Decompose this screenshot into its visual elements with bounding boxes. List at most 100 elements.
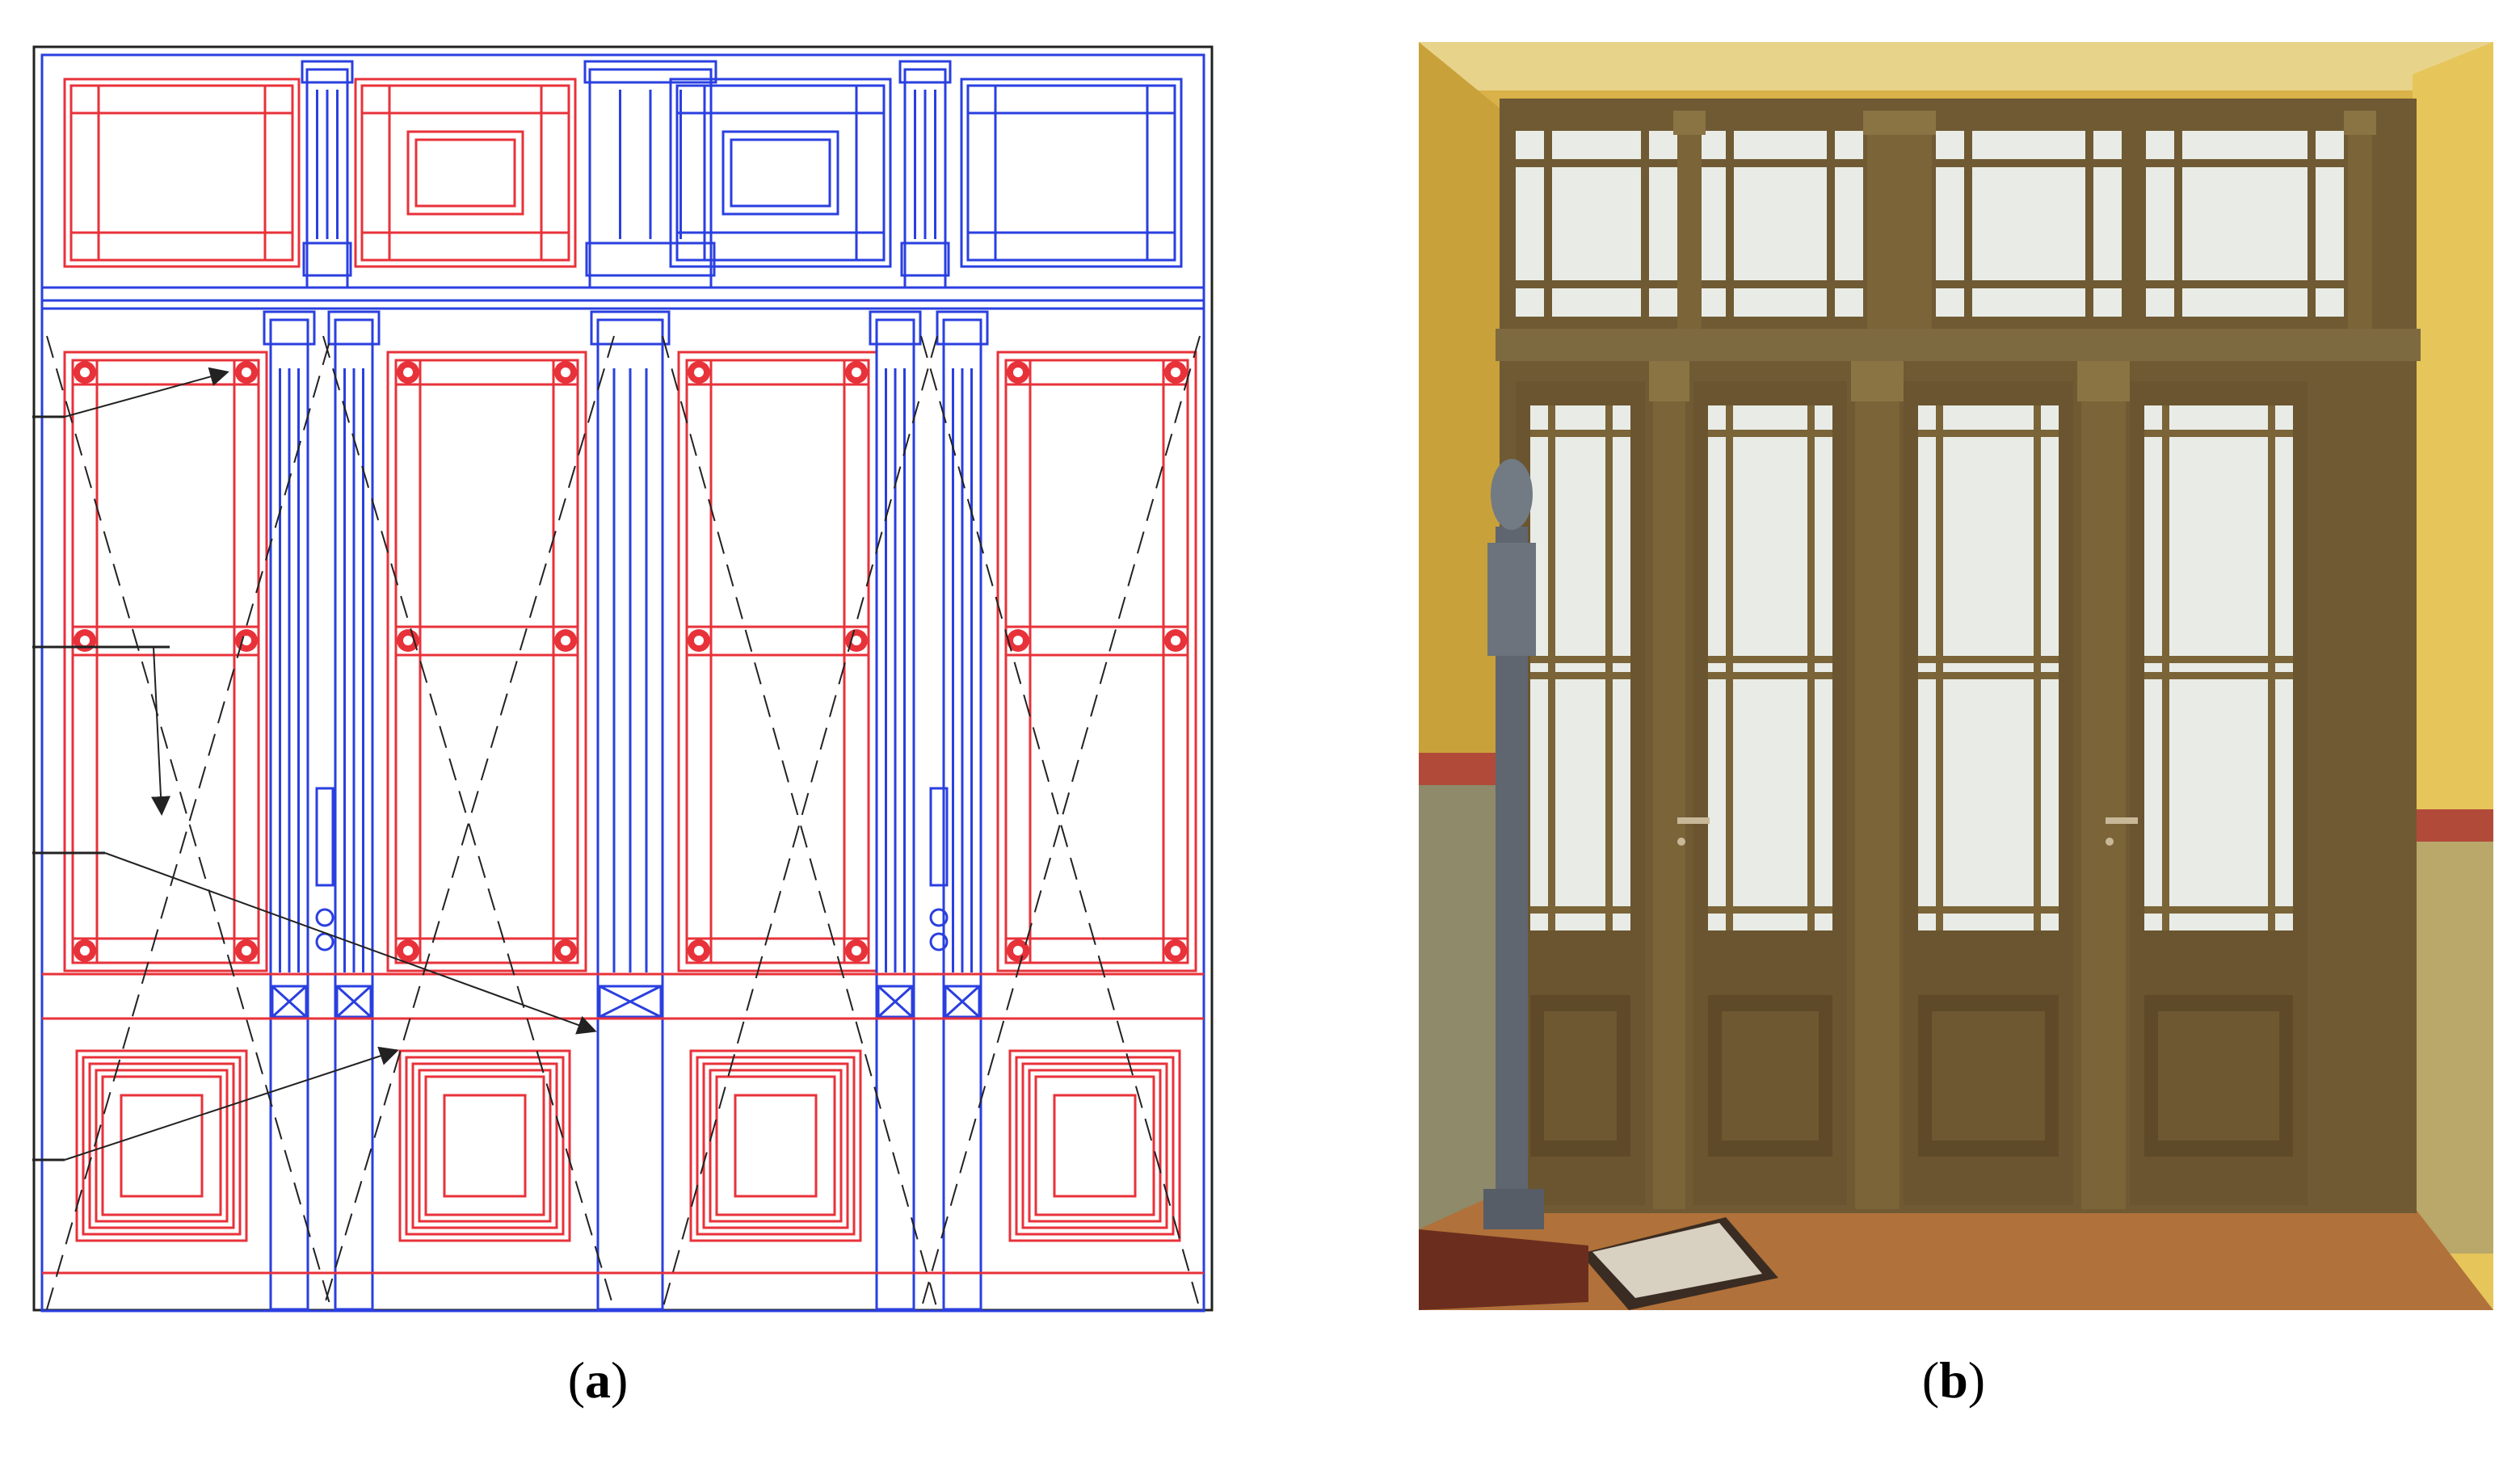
plinth-block: [598, 985, 663, 1019]
door-leaf-inner: [71, 359, 260, 964]
raised-panel: [424, 1075, 545, 1216]
left-dado: [1419, 785, 1508, 1237]
glazing-bar: [2268, 405, 2275, 930]
glazing-bar: [2146, 280, 2344, 288]
left-wall-stripe: [1419, 753, 1508, 785]
pilaster-capital: [1649, 361, 1689, 401]
glazing-bar: [1548, 405, 1555, 930]
leader-arrow: [104, 852, 597, 1035]
raised-panel-field: [1932, 1011, 2045, 1140]
plinth-block: [944, 985, 981, 1019]
door-photograph: [1419, 42, 2493, 1310]
raised-panel: [1034, 1075, 1155, 1216]
transom-glass: [1936, 131, 2122, 317]
glazing-bar: [2034, 405, 2041, 930]
upper-panel-inner: [69, 84, 294, 262]
right-dado: [2413, 842, 2493, 1254]
plinth-cross: [335, 985, 372, 1019]
glazing-bar: [1544, 131, 1552, 317]
plinth-cross: [599, 985, 662, 1019]
door-leaf-inner: [394, 359, 579, 964]
rosette-center: [80, 368, 90, 377]
glazing-bar: [1516, 159, 1677, 167]
glazing-bar: [1516, 280, 1677, 288]
glazing-bar: [2144, 906, 2293, 914]
newel-ornament: [1487, 543, 1536, 656]
door-leaf-inner: [685, 359, 870, 964]
glazing-bar: [1708, 672, 1832, 679]
leader-arrow: [64, 367, 229, 418]
upper-inset: [406, 130, 524, 216]
rosette-center: [1013, 946, 1023, 956]
rosette-center: [1171, 368, 1180, 377]
rosette-center: [1013, 636, 1023, 645]
upper-pilaster: [903, 68, 947, 289]
glazing-bar: [1936, 405, 1943, 930]
raised-panel: [696, 1056, 856, 1236]
raised-panel-field: [443, 1094, 527, 1198]
upper-pilaster: [305, 68, 349, 289]
keyhole: [315, 932, 334, 951]
pilaster-capital: [1851, 361, 1904, 401]
upper-pilaster: [588, 68, 713, 289]
caption-b: (b): [1921, 1351, 1986, 1409]
glazing-bar: [1698, 280, 1863, 288]
keyhole: [315, 908, 334, 927]
keyhole: [1677, 838, 1685, 846]
caption-b-letter: b: [1939, 1351, 1968, 1409]
pilaster-base: [942, 1271, 982, 1312]
plinth-cross: [877, 985, 914, 1019]
upper-panel: [669, 78, 892, 268]
newel-finial: [1491, 459, 1533, 530]
rosette-center: [242, 368, 251, 377]
capital: [869, 310, 922, 346]
newel-base: [1483, 1189, 1544, 1229]
capital: [590, 310, 671, 346]
glazing-bar: [1530, 906, 1630, 914]
pilaster-base: [302, 242, 352, 277]
rosette-center: [852, 636, 861, 645]
door-handle: [315, 787, 334, 887]
transom-pilaster: [2348, 115, 2372, 329]
pilaster-capital: [2077, 361, 2130, 401]
rosette-center: [694, 946, 704, 956]
raised-panel: [689, 1049, 862, 1242]
raised-panel: [88, 1062, 235, 1229]
transom-glass: [1516, 131, 1677, 317]
upper-inset: [414, 138, 516, 208]
glazing-bar: [1708, 656, 1832, 663]
plinth-block: [877, 985, 914, 1019]
door-pilaster: [1855, 361, 1899, 1209]
rosette-center: [694, 368, 704, 377]
glazing-bar: [2308, 131, 2316, 317]
pilaster-base: [596, 1271, 664, 1312]
glazing-bar: [1698, 159, 1863, 167]
upper-panel-inner: [966, 84, 1176, 262]
rosette-center: [694, 636, 704, 645]
raised-panel: [1028, 1069, 1162, 1223]
raised-panel: [82, 1056, 242, 1236]
rosette-center: [561, 636, 570, 645]
glazing-bar: [1530, 430, 1630, 437]
raised-panel: [1015, 1056, 1175, 1236]
upper-panel-inner: [675, 84, 886, 262]
upper-inset: [730, 138, 831, 208]
rosette-center: [80, 636, 90, 645]
stair-handrail: [1419, 1229, 1588, 1310]
glazing-bar: [1641, 131, 1649, 317]
plinth-cross: [944, 985, 981, 1019]
glazing-bar: [1807, 405, 1815, 930]
door-handle: [929, 787, 949, 887]
raised-panel: [715, 1075, 836, 1216]
upper-panel: [354, 78, 577, 268]
rosette-center: [561, 946, 570, 956]
rosette-center: [403, 368, 413, 377]
door-photograph-svg: [1419, 42, 2493, 1310]
pilaster-capital: [1673, 111, 1706, 135]
glazing-bar: [2162, 405, 2169, 930]
upper-panel: [63, 78, 301, 268]
door-glass: [1530, 405, 1630, 930]
pilaster-base: [585, 242, 716, 277]
capital: [301, 60, 354, 84]
glazing-bar: [2146, 159, 2344, 167]
